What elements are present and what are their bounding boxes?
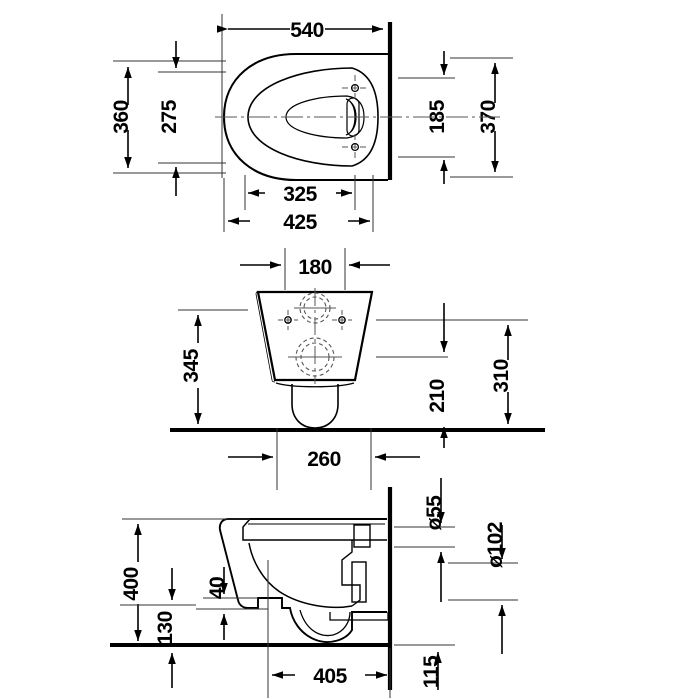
water-inlet-port <box>353 524 371 548</box>
dimension-400: 400 <box>120 518 250 641</box>
dimension-d102: ø102 <box>448 522 518 654</box>
bowl-inner-contour <box>248 542 353 609</box>
front-bolt-left <box>278 310 298 330</box>
dimension-360: 360 <box>110 60 226 174</box>
bowl-section-outline <box>218 518 387 643</box>
dimension-425: 425 <box>223 175 374 234</box>
outlet-lower-flange <box>329 612 389 621</box>
dimension-275: 275 <box>158 41 226 196</box>
hole-circle <box>350 142 360 152</box>
mount-hole-upper <box>342 75 368 101</box>
mount-hole-lower <box>342 134 368 160</box>
bowl-inner-ellipse <box>285 95 365 139</box>
plan-view: 540 360 275 185 <box>110 14 513 234</box>
waste-outlet-port <box>351 561 367 603</box>
outlet-body-detail <box>341 540 361 607</box>
dimension-label-540: 540 <box>290 19 324 42</box>
dimension-label-310: 310 <box>490 359 513 393</box>
dimension-260: 260 <box>228 428 420 490</box>
dimension-label-325: 325 <box>283 183 317 206</box>
bolt-circle <box>284 316 292 324</box>
dimension-label-345: 345 <box>180 348 203 382</box>
flush-opening <box>345 98 357 136</box>
dimension-130: 130 <box>120 568 196 688</box>
side-view: 400 130 40 ø55 <box>110 478 518 698</box>
dimension-345: 345 <box>178 309 248 424</box>
dimension-label-d55: ø55 <box>423 495 446 531</box>
seat-rim-detail <box>242 518 387 541</box>
dimension-180: 180 <box>240 248 390 290</box>
dimension-210: 210 <box>376 303 456 448</box>
dimension-d55: ø55 <box>394 478 455 602</box>
dimension-325: 325 <box>244 175 356 210</box>
dimension-115: 115 <box>394 644 455 690</box>
front-left-edge-highlight <box>255 291 276 383</box>
dimension-label-185: 185 <box>426 99 449 133</box>
front-bolt-right <box>332 310 352 330</box>
front-body-outline <box>256 290 374 382</box>
dimension-label-d102: ø102 <box>484 522 507 568</box>
dimension-label-40: 40 <box>206 577 229 599</box>
seat-inner-outline <box>247 67 379 167</box>
dimension-label-130: 130 <box>154 611 177 645</box>
dimension-label-180: 180 <box>298 256 332 279</box>
dimension-label-275: 275 <box>158 99 181 133</box>
dimension-label-360: 360 <box>110 100 133 134</box>
hole-circle <box>350 83 360 93</box>
bolt-circle <box>338 316 346 324</box>
front-view: 180 <box>170 248 545 490</box>
dimension-label-425: 425 <box>283 211 317 234</box>
dimension-310: 310 <box>452 319 528 424</box>
dimension-label-405: 405 <box>313 665 347 688</box>
dimension-label-260: 260 <box>307 448 341 471</box>
dimension-540: 540 <box>217 14 383 178</box>
dimension-185: 185 <box>398 51 455 184</box>
front-bottom-curve <box>275 382 355 388</box>
dimension-40: 40 <box>196 567 268 640</box>
dimension-label-400: 400 <box>120 567 143 601</box>
dimension-label-115: 115 <box>420 655 443 688</box>
dimension-405: 405 <box>267 560 391 698</box>
dimension-label-210: 210 <box>426 379 449 413</box>
